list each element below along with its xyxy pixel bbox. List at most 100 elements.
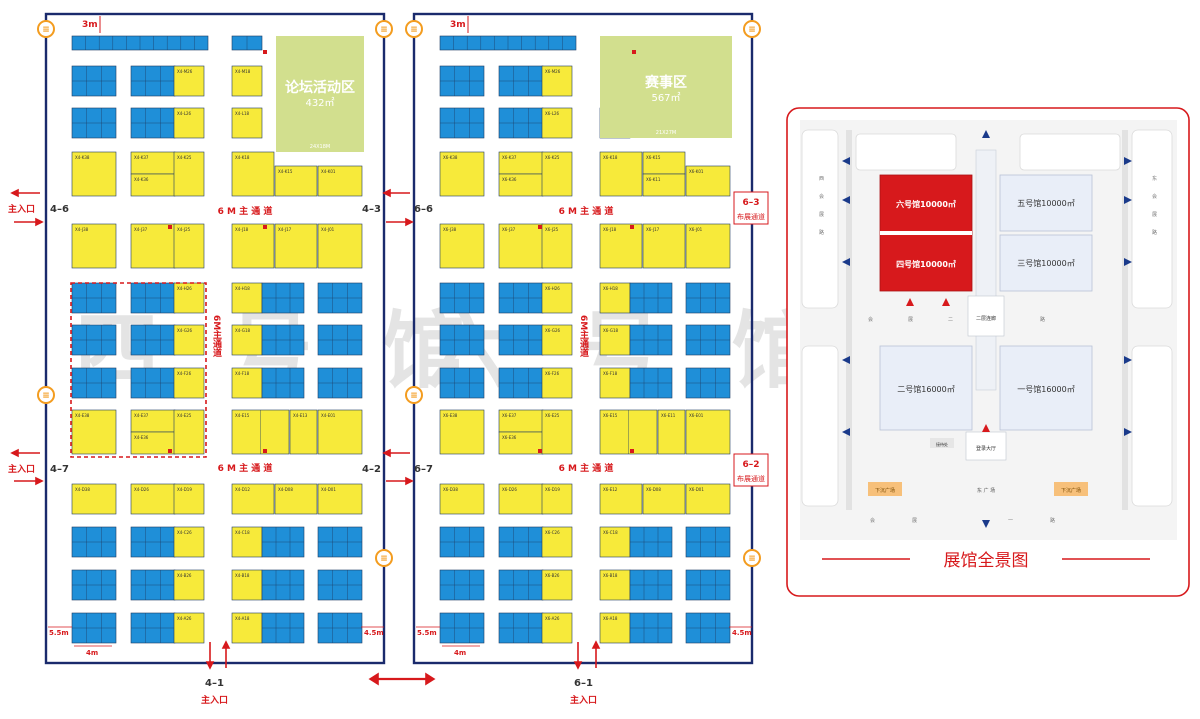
overview-panel[interactable]: 六号馆10000㎡ 四号馆10000㎡ 二层连廊 五号馆10000㎡ 三号馆10… [786, 107, 1190, 597]
booth[interactable]: X6-H26 [541, 282, 573, 314]
booth[interactable]: X6-K36 [498, 173, 544, 197]
booth[interactable] [130, 612, 176, 644]
booth[interactable] [498, 282, 544, 314]
booth[interactable] [317, 282, 363, 314]
booth[interactable] [439, 282, 485, 314]
booth[interactable] [261, 324, 305, 356]
booth[interactable]: X6-J01 [685, 223, 731, 269]
booth[interactable]: X6-J37 [498, 223, 544, 269]
booth[interactable] [498, 612, 544, 644]
booth[interactable]: X4-J25 [173, 223, 205, 269]
booth[interactable]: X4-M18 [231, 65, 263, 97]
booth[interactable] [439, 324, 485, 356]
booth[interactable] [317, 526, 363, 558]
booth[interactable] [685, 367, 731, 399]
booth[interactable]: X6-D01 [685, 483, 731, 515]
booth[interactable] [439, 35, 577, 51]
booth[interactable]: X4-C26 [173, 526, 205, 558]
booth[interactable] [71, 35, 209, 51]
booth[interactable] [498, 324, 544, 356]
booth[interactable]: X6-D08 [642, 483, 686, 515]
booth[interactable]: X6-D26 [498, 483, 544, 515]
booth[interactable]: X4-E38 [71, 409, 117, 455]
booth[interactable]: X4-D01 [317, 483, 363, 515]
booth[interactable]: X4-K18 [231, 151, 275, 197]
booth[interactable] [439, 526, 485, 558]
entrance-6-6[interactable]: 6–6 [414, 204, 433, 215]
booth[interactable]: X6-K18 [599, 151, 643, 197]
booth[interactable]: X6-E15 [599, 409, 658, 455]
booth[interactable]: X4-D26 [130, 483, 176, 515]
booth[interactable]: X4-E25 [173, 409, 205, 455]
booth[interactable]: X4-E15 [231, 409, 290, 455]
booth[interactable]: X6-E38 [439, 409, 485, 455]
booth[interactable]: X6-E36 [498, 431, 544, 455]
entrance-4-7[interactable]: 4–7 [50, 464, 69, 475]
booth[interactable]: X4-E37 [130, 409, 176, 433]
booth[interactable] [130, 526, 176, 558]
hall4-forum-area[interactable] [276, 36, 364, 152]
booth[interactable] [498, 107, 544, 139]
booth[interactable]: X4-K01 [317, 165, 363, 197]
booth[interactable] [317, 367, 363, 399]
entrance-4-1[interactable]: 4–1 [205, 678, 224, 689]
booth[interactable] [439, 569, 485, 601]
booth[interactable]: X4-E13 [289, 409, 318, 455]
booth[interactable]: X6-G18 [599, 324, 631, 356]
booth[interactable]: X6-A18 [599, 612, 631, 644]
entrance-4-6[interactable]: 4–6 [50, 204, 69, 215]
entrance-6-3-box[interactable] [733, 191, 769, 225]
booth[interactable] [439, 367, 485, 399]
booth[interactable]: X6-E37 [498, 409, 544, 433]
booth[interactable]: X4-J38 [71, 223, 117, 269]
booth[interactable]: X6-E11 [657, 409, 686, 455]
booth[interactable] [439, 65, 485, 97]
booth[interactable]: X6-K38 [439, 151, 485, 197]
booth[interactable]: X4-C18 [231, 526, 263, 558]
booth[interactable] [629, 526, 673, 558]
booth[interactable] [71, 282, 117, 314]
booth[interactable]: X4-J17 [274, 223, 318, 269]
booth[interactable] [261, 569, 305, 601]
entrance-6-1[interactable]: 6–1 [574, 678, 593, 689]
booth[interactable]: X6-D38 [439, 483, 485, 515]
entrance-4-3[interactable]: 4–3 [362, 204, 381, 215]
booth[interactable]: X6-G26 [541, 324, 573, 356]
booth[interactable] [71, 569, 117, 601]
booth[interactable] [261, 526, 305, 558]
booth[interactable] [317, 612, 363, 644]
booth[interactable]: X6-K11 [642, 173, 686, 197]
booth[interactable] [498, 367, 544, 399]
entrance-6-7[interactable]: 6–7 [414, 464, 433, 475]
entrance-4-2[interactable]: 4–2 [362, 464, 381, 475]
hall6-event-area[interactable] [600, 36, 732, 138]
booth[interactable] [317, 569, 363, 601]
booth[interactable]: X6-J18 [599, 223, 643, 269]
booth[interactable]: X4-F18 [231, 367, 263, 399]
booth[interactable]: X6-C18 [599, 526, 631, 558]
booth[interactable] [130, 65, 176, 97]
booth[interactable]: X4-M26 [173, 65, 205, 97]
booth[interactable]: X6-H18 [599, 282, 631, 314]
booth[interactable] [317, 324, 363, 356]
booth[interactable]: X4-B18 [231, 569, 263, 601]
booth[interactable] [130, 367, 176, 399]
booth[interactable]: X6-C26 [541, 526, 573, 558]
booth[interactable]: X6-F26 [541, 367, 573, 399]
booth[interactable] [261, 612, 305, 644]
booth[interactable]: X4-L18 [231, 107, 263, 139]
booth[interactable]: X4-F26 [173, 367, 205, 399]
booth[interactable]: X4-D38 [71, 483, 117, 515]
booth[interactable]: X4-A18 [231, 612, 263, 644]
booth[interactable]: X6-E25 [541, 409, 573, 455]
booth[interactable]: X6-B18 [599, 569, 631, 601]
booth[interactable] [71, 526, 117, 558]
booth[interactable]: X6-J38 [439, 223, 485, 269]
booth[interactable] [71, 324, 117, 356]
booth[interactable]: X6-J17 [642, 223, 686, 269]
booth[interactable] [261, 367, 305, 399]
booth[interactable]: X6-E01 [685, 409, 731, 455]
booth[interactable]: X4-D08 [274, 483, 318, 515]
booth[interactable] [71, 612, 117, 644]
booth[interactable]: X4-K15 [274, 165, 318, 197]
